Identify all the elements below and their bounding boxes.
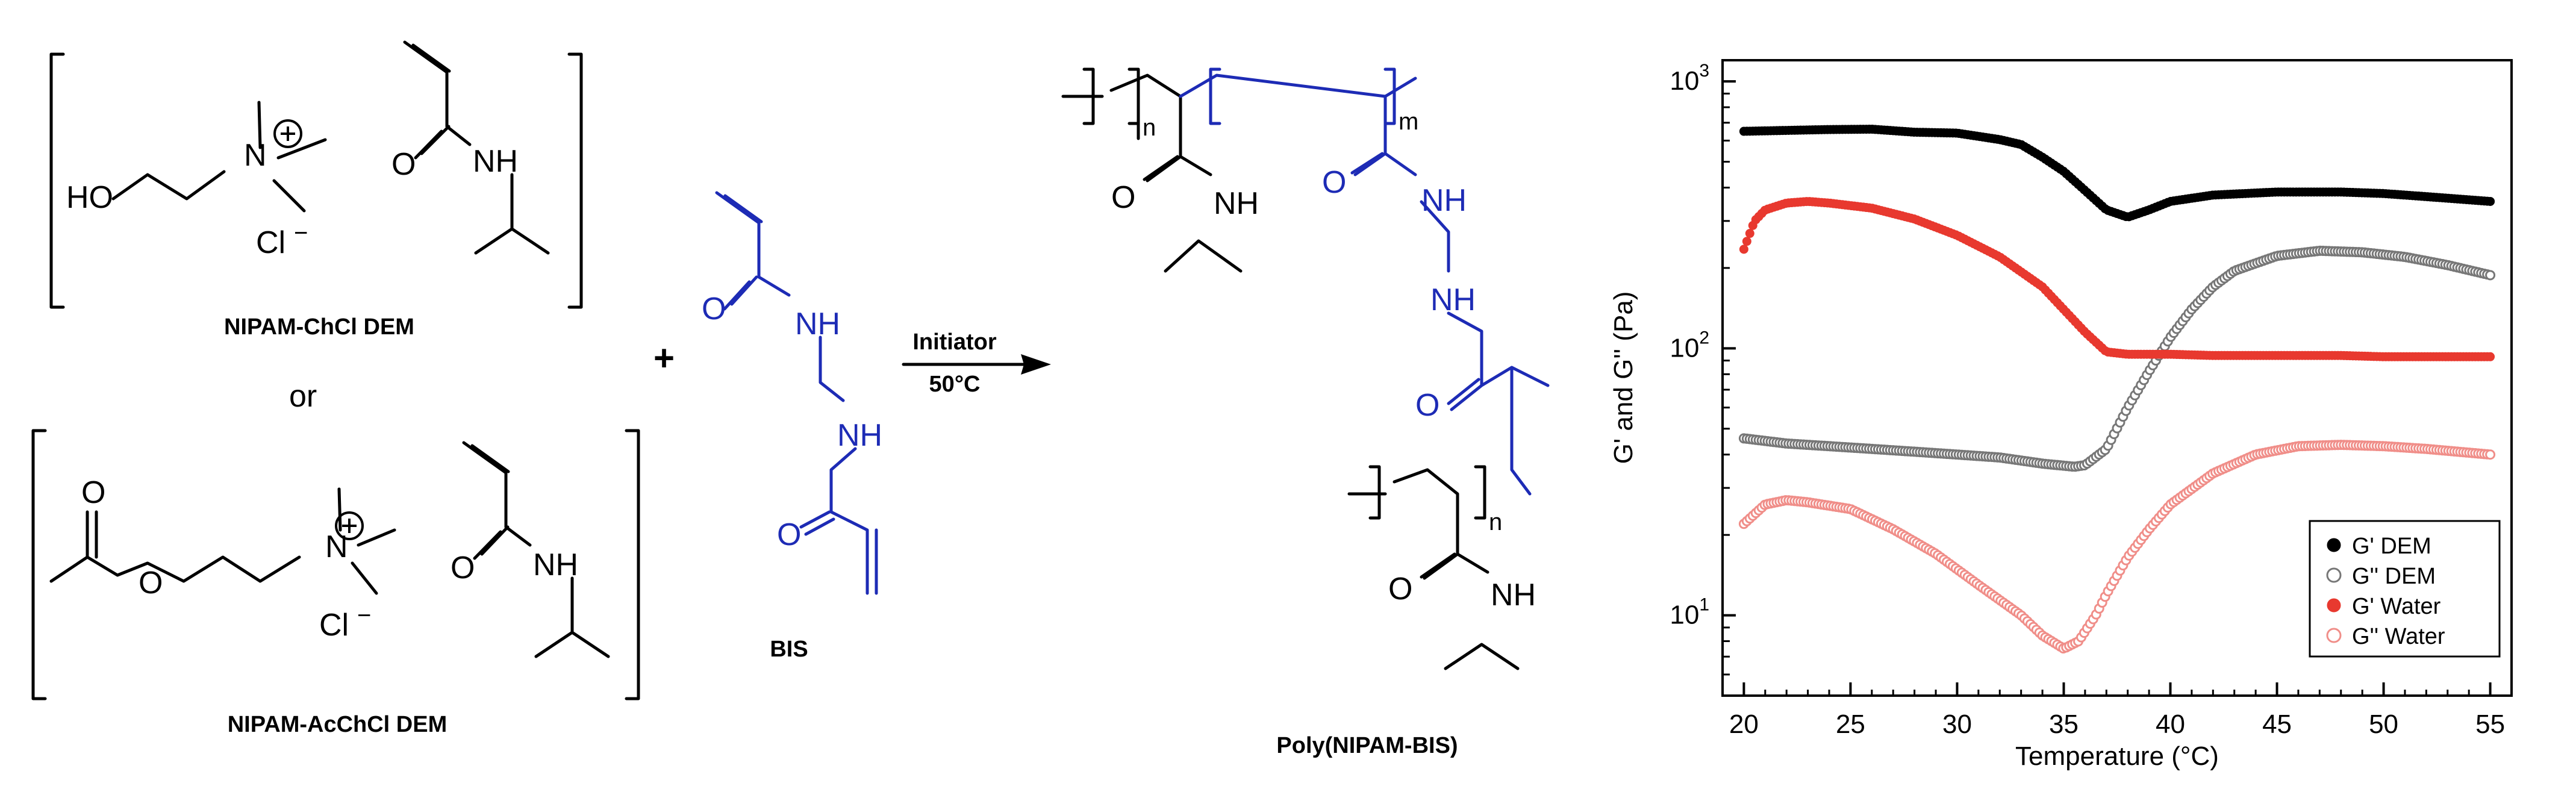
y-tick-label: 101 [1670,595,1709,630]
cl-label-chcl: Cl [256,225,285,260]
legend-marker [2327,538,2341,552]
reaction-scheme: HO N Cl NH O or O O N Cl NH O + O NH O N… [31,40,1550,758]
polymer-backbone-lower [1347,465,1520,670]
cl-label-acchcl: Cl [319,608,349,643]
caption-bis: BIS [770,637,808,662]
chloride-minus-2: − [357,602,371,629]
o-top-bis: O [702,292,726,326]
x-axis: 20 25 30 35 40 45 50 55 [1729,682,2505,739]
legend-label: G'' DEM [2352,564,2436,589]
legend-marker [2327,598,2341,613]
nipam-bonds-1 [403,40,550,255]
o-label-chcl: O [391,147,416,182]
o-label-acchcl: O [451,550,475,585]
legend-label: G'' Water [2352,624,2445,649]
m-subscript: m [1399,108,1418,135]
o-label-poly3: O [1415,388,1439,423]
o-label-poly4: O [1388,572,1412,607]
x-tick-label: 25 [1836,709,1865,739]
polymer-backbone-blue [1179,67,1550,496]
y-axis-label: G' and G'' (Pa) [1609,292,1638,464]
arrow-initiator-label: Initiator [912,329,997,355]
nh-label-poly1: NH [1214,186,1259,221]
x-tick-label: 55 [2475,709,2505,739]
nh-label-acchcl: NH [533,547,578,582]
data-point [2485,270,2496,281]
bracket-left-chcl [49,52,65,309]
x-tick-label: 40 [2156,709,2185,739]
chloride-minus-1: − [294,220,308,246]
data-series [1738,125,2496,654]
data-point [1745,229,1754,239]
caption-nipam-acchcl: NIPAM-AcChCl DEM [228,712,448,737]
legend-marker [2326,567,2342,583]
bis-bonds [715,191,878,595]
n-label-chcl: N [244,138,267,173]
bracket-left-acchcl [31,429,47,700]
plus-sign: + [653,338,675,378]
nipam-bonds-2 [462,441,610,658]
ammonium-plus-1 [273,119,302,148]
plot-frame [1721,59,2513,697]
data-point [1739,245,1748,254]
series-1 [1738,245,2496,472]
legend-label: G' Water [2352,594,2441,619]
x-tick-label: 35 [2049,709,2079,739]
or-label: or [289,379,317,414]
series-0 [1739,125,2495,222]
nh-label-poly3: NH [1430,282,1476,317]
data-point [2486,352,2495,361]
o-bottom-bis: O [777,517,801,552]
choline-bonds [111,170,226,201]
acetylcholine-bonds [49,510,301,583]
series-2 [1739,197,2495,361]
n-subscript-1: n [1143,114,1156,141]
x-tick-label: 30 [1942,709,1972,739]
n-subscript-2: n [1489,509,1502,535]
bracket-right-acchcl [625,429,640,700]
ho-label: HO [66,180,113,215]
nh-top-bis: NH [795,307,840,341]
o-ester-acchcl: O [139,566,163,600]
legend-label: G' DEM [2352,534,2431,559]
caption-nipam-chcl: NIPAM-ChCl DEM [224,314,414,340]
caption-polymer: Poly(NIPAM-BIS) [1276,733,1458,758]
n-label-acchcl: N [325,529,348,564]
legend-marker [2326,628,2342,643]
o-label-poly1: O [1111,180,1135,215]
nh-label-poly4: NH [1491,578,1536,613]
x-axis-label: Temperature (°C) [2015,741,2219,771]
ammonium-plus-2 [335,511,364,540]
y-tick-label: 103 [1670,61,1709,96]
data-point [2485,449,2496,460]
polymer-backbone-black [1061,67,1243,273]
nh-bottom-bis: NH [837,418,882,453]
data-point [2486,196,2495,206]
x-tick-label: 50 [2369,709,2398,739]
o-top-acchcl: O [81,475,105,510]
legend-box [2309,520,2501,658]
nh-label-chcl: NH [473,144,518,179]
x-tick-label: 45 [2262,709,2292,739]
series-3 [1738,440,2496,654]
arrow-temp-label: 50°C [929,372,981,397]
o-label-poly2: O [1322,165,1346,200]
data-point [1742,237,1751,246]
bracket-right-chcl [567,52,583,309]
nh-label-poly2: NH [1421,183,1467,218]
y-tick-label: 102 [1670,328,1709,363]
y-axis: 101 102 103 [1670,61,1736,697]
x-tick-label: 20 [1729,709,1759,739]
